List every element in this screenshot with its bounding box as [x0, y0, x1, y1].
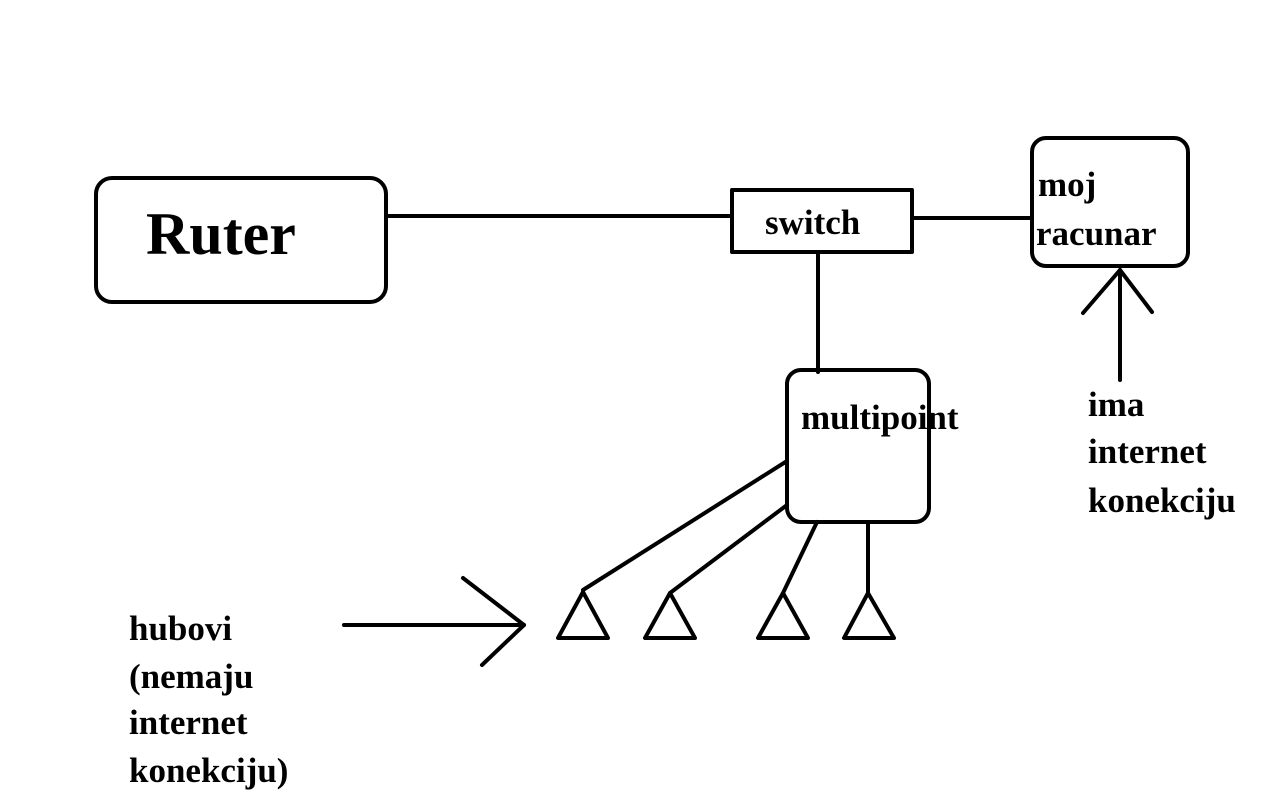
- hubs-note-line3: internet: [129, 703, 248, 742]
- computer-label-line1: moj: [1038, 165, 1096, 204]
- multipoint-box: [785, 368, 931, 524]
- computer-label-line2: racunar: [1036, 214, 1157, 253]
- hub-triangle-4: [842, 591, 896, 640]
- computer-arrow: [1081, 268, 1154, 382]
- multipoint-hub1-link: [581, 459, 789, 592]
- multipoint-label: multipoint: [801, 398, 959, 437]
- router-label: Ruter: [146, 201, 296, 267]
- computer-note-line3: konekciju: [1088, 481, 1236, 520]
- router-box: [94, 176, 388, 304]
- hub-triangle-2: [643, 591, 697, 640]
- switch-label: switch: [765, 203, 860, 242]
- hubs-note-line2: (nemaju: [129, 657, 253, 696]
- switch-box: [730, 188, 914, 254]
- computer-note-line1: ima: [1088, 385, 1144, 424]
- computer-box: [1030, 136, 1190, 268]
- hubs-note-line4: konekciju): [129, 751, 288, 790]
- hubs-note-line1: hubovi: [129, 609, 232, 648]
- hub-triangle-3: [756, 591, 810, 640]
- computer-note-line2: internet: [1088, 432, 1207, 471]
- hub-triangle-1: [556, 590, 610, 640]
- multipoint-hub2-link: [668, 503, 789, 595]
- multipoint-hub3-link: [781, 520, 819, 595]
- hubs-arrow: [342, 576, 526, 667]
